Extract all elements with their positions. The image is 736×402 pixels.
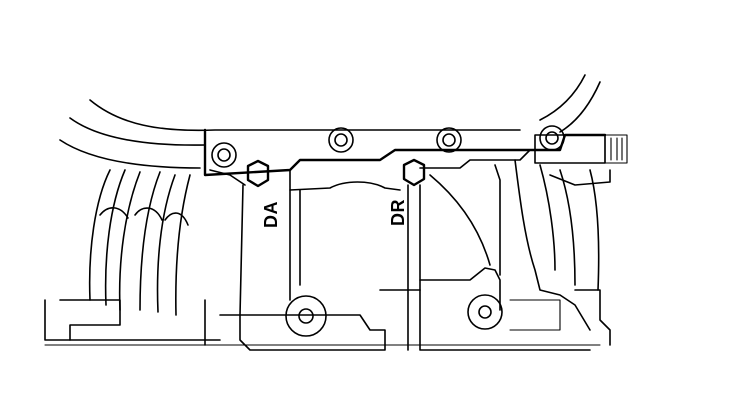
upper-bolts	[211, 125, 565, 168]
hex-bolt-da	[246, 159, 270, 188]
left-base	[44, 299, 221, 346]
upper-runners	[59, 74, 601, 169]
central-bracket	[219, 184, 386, 351]
bolt-head-icon	[328, 127, 354, 153]
bolt-head-icon	[211, 142, 237, 168]
right-bracket	[379, 164, 591, 351]
bolt-label-dr: DR	[388, 199, 408, 226]
hex-bolt-dr	[402, 158, 426, 187]
lower-left-runners	[88, 169, 191, 316]
bolt-label-da: DA	[261, 201, 281, 228]
bolt-head-icon	[436, 127, 462, 153]
bolt-head-icon	[539, 125, 565, 151]
right-housing	[509, 159, 611, 346]
